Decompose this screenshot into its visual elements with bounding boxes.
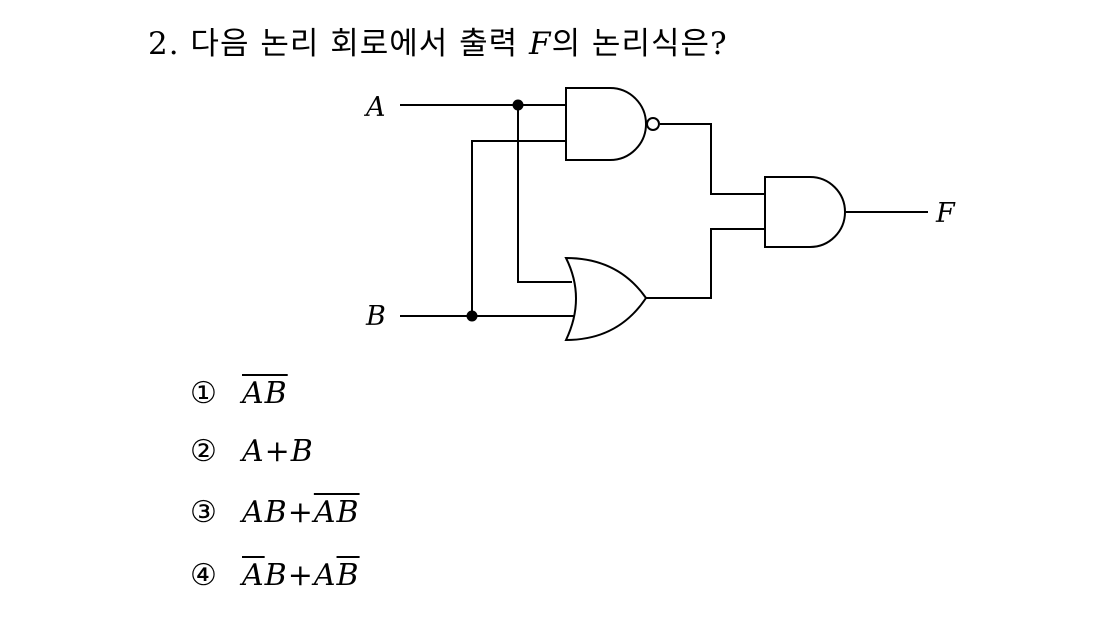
wire-a-to-or	[517, 105, 572, 283]
choice-expression: A+B	[242, 434, 314, 469]
choice-expression: AB+AB	[242, 495, 360, 530]
nand-gate	[565, 87, 647, 161]
wire-or-to-and	[646, 228, 765, 299]
question-variable: F	[529, 26, 552, 62]
input-label-b: B	[365, 301, 386, 332]
choice-number: ④	[190, 558, 217, 593]
junction-dot-b	[466, 310, 478, 322]
expr-part: B+A	[264, 558, 337, 593]
question-suffix: 의 논리식은?	[551, 26, 728, 62]
or-gate	[564, 256, 648, 342]
input-label-a: A	[363, 92, 386, 123]
output-label-f: F	[935, 198, 956, 229]
choice-number: ③	[190, 495, 217, 530]
logic-circuit-diagram: A B F	[363, 87, 956, 342]
expr-part: B	[336, 558, 360, 593]
nand-inversion-bubble	[646, 117, 660, 131]
and-gate	[764, 176, 846, 248]
expr-part: AB	[313, 495, 360, 530]
choice-expression: AB	[242, 376, 288, 411]
question-text: 2. 다음 논리 회로에서 출력 F의 논리식은?	[148, 18, 728, 63]
expr-part: AB+	[242, 495, 314, 530]
wire-b-to-nand	[471, 140, 566, 316]
choice-3[interactable]: ③ AB+AB	[190, 495, 360, 530]
expr-part: AB	[242, 376, 288, 411]
question-prefix: 2. 다음 논리 회로에서 출력	[148, 26, 530, 62]
choice-number: ①	[190, 376, 217, 411]
wire-nand-to-and	[660, 123, 765, 195]
choice-4[interactable]: ④ AB+AB	[190, 558, 360, 593]
expr-part: A+B	[242, 434, 314, 469]
expr-part: A	[242, 558, 265, 593]
choice-2[interactable]: ② A+B	[190, 434, 314, 469]
choice-1[interactable]: ① AB	[190, 376, 288, 411]
junction-dot-a	[512, 99, 524, 111]
choice-number: ②	[190, 434, 217, 469]
choice-expression: AB+AB	[242, 558, 360, 593]
